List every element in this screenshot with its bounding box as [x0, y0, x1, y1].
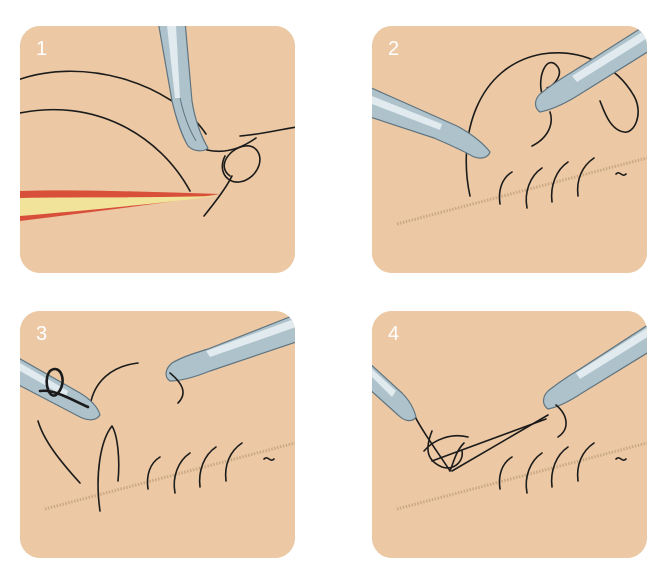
step-1-illustration	[20, 26, 295, 273]
incision-line	[396, 441, 647, 511]
needle	[531, 111, 552, 147]
needle-holder-left	[372, 364, 417, 422]
step-number: 4	[388, 323, 400, 345]
prior-suture	[173, 452, 191, 494]
prior-suture	[576, 442, 595, 482]
needle-holder-right	[542, 324, 647, 410]
suture-thread	[239, 126, 295, 137]
prior-suture	[550, 161, 569, 203]
step-4-illustration	[372, 311, 647, 558]
prior-suture	[550, 446, 569, 488]
needle	[206, 137, 257, 153]
suture-strand	[89, 362, 139, 407]
step-number: 2	[388, 38, 400, 60]
skin-background	[372, 311, 647, 558]
suture-wrap	[38, 389, 90, 409]
step-3-panel: 3	[20, 311, 295, 558]
step-2-panel: 2	[372, 26, 647, 273]
prior-suture	[198, 446, 217, 488]
prior-suture	[525, 167, 543, 209]
prior-suture	[498, 171, 513, 205]
step-number: 3	[36, 323, 48, 345]
incision-line	[396, 156, 647, 226]
step-3-illustration	[20, 311, 295, 558]
step-number: 1	[36, 38, 48, 60]
step-4-panel: 4	[372, 311, 647, 558]
incision-line	[44, 441, 295, 511]
prior-suture	[576, 157, 595, 197]
suture-knot-end	[615, 457, 627, 461]
prior-suture	[498, 456, 513, 490]
prior-suture	[146, 456, 161, 490]
suture-tail	[203, 175, 233, 217]
needle-holder-left	[372, 87, 491, 159]
suture-loop	[221, 145, 261, 183]
skin-flap-lower	[20, 108, 191, 192]
suture-knot-end	[263, 457, 275, 461]
suture-loop	[599, 95, 639, 133]
knot-cross	[423, 435, 469, 452]
needle	[555, 404, 567, 438]
needle-holder-right	[165, 314, 295, 382]
tissue-layer-yellow	[20, 196, 216, 216]
suture-knot-end	[615, 172, 627, 176]
step-2-illustration	[372, 26, 647, 273]
needle-holder	[158, 26, 209, 152]
step-1-panel: 1	[20, 26, 295, 273]
knot-tail	[449, 442, 465, 472]
suture-strand	[37, 420, 81, 484]
prior-suture	[525, 452, 543, 494]
needle	[169, 372, 184, 404]
needle-holder-right	[534, 26, 647, 113]
suture-strand	[97, 425, 120, 512]
suture-tension	[431, 418, 547, 462]
prior-suture	[224, 442, 243, 482]
